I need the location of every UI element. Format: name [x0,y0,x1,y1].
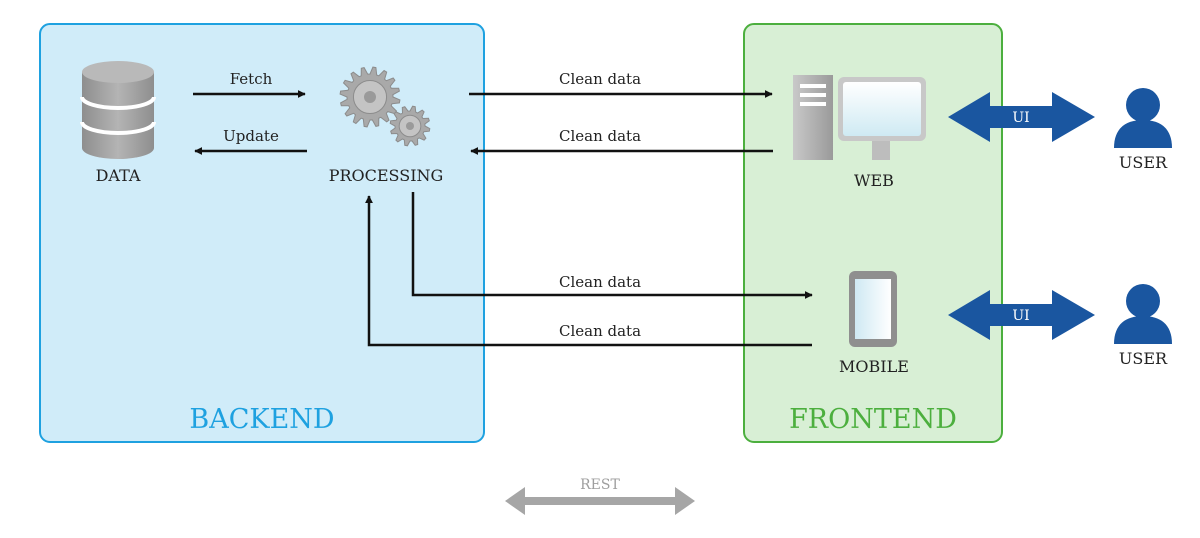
mobile-label: MOBILE [839,357,909,376]
rest-label: REST [580,477,620,493]
user-icon [1114,284,1172,344]
clean-data-from-web-label: Clean data [559,127,641,145]
update-label: Update [223,127,279,145]
user-top-label: USER [1119,153,1168,172]
web-label: WEB [854,171,894,190]
ui-mobile-arrow [948,290,1095,340]
database-icon [80,61,156,159]
clean-data-from-mobile-arrow [365,195,812,347]
processing-label: PROCESSING [329,166,444,185]
ui-web-arrow [948,92,1095,142]
user-icon [1114,88,1172,148]
gears-icon [339,66,431,147]
frontend-title: FRONTEND [789,404,957,435]
ui-web-label: UI [1012,110,1029,126]
clean-data-to-mobile-arrow [411,192,813,299]
rest-arrow [505,487,695,515]
data-label: DATA [96,166,141,185]
backend-title: BACKEND [189,404,334,435]
ui-mobile-label: UI [1012,308,1029,324]
clean-data-to-web-label: Clean data [559,70,641,88]
mobile-phone-icon [849,271,897,347]
user-bottom-label: USER [1119,349,1168,368]
clean-data-from-mobile-label: Clean data [559,322,641,340]
clean-data-to-mobile-label: Clean data [559,273,641,291]
web-server-icon [793,75,926,160]
fetch-label: Fetch [230,70,273,88]
